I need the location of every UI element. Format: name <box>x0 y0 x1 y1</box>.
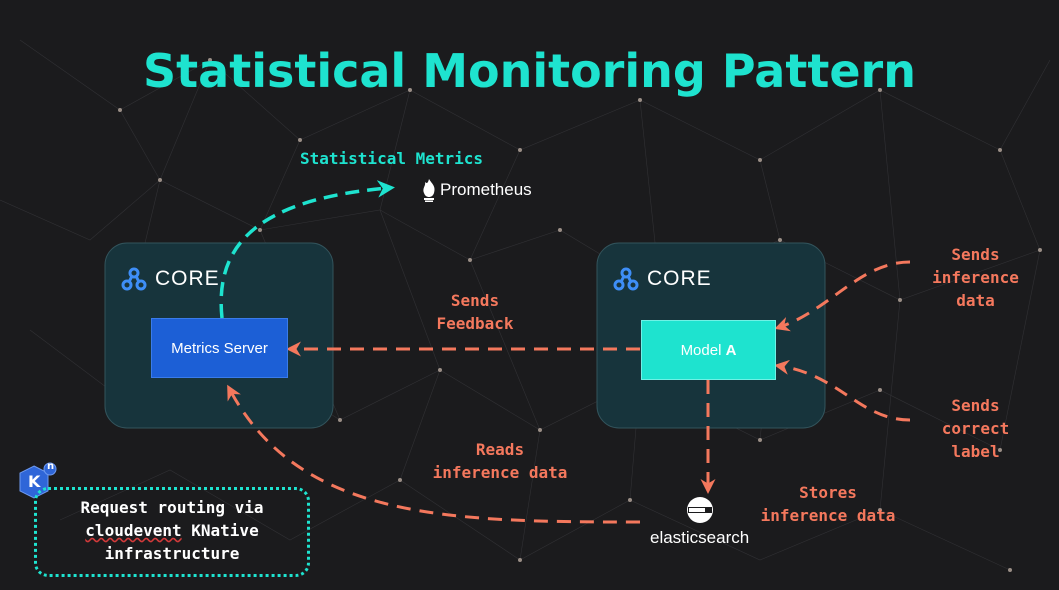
sends-label-label: Sends correct label <box>941 396 1010 461</box>
knative-badge-letter: K <box>28 472 41 491</box>
flame-icon <box>423 179 435 202</box>
page-title: Statistical Monitoring Pattern <box>143 44 916 98</box>
prometheus-logo: Prometheus <box>420 178 532 202</box>
statistical-metrics-label: Statistical Metrics <box>300 149 484 168</box>
reads-inference-arrow <box>227 384 641 524</box>
left-core-label: CORE <box>155 267 220 290</box>
metrics-server-node[interactable]: Metrics Server <box>151 318 288 378</box>
elasticsearch-logo: elasticsearch <box>650 496 749 548</box>
elasticsearch-label: elasticsearch <box>650 528 750 547</box>
sends-inference-label: Sends inference data <box>932 245 1019 310</box>
core-logo-icon <box>121 267 147 291</box>
background-dots <box>118 58 1042 572</box>
left-core-box: CORE <box>105 243 333 428</box>
right-core-box: CORE <box>597 243 825 428</box>
metrics-to-prometheus-arrow <box>219 180 395 319</box>
elasticsearch-logo-icon <box>686 497 713 523</box>
sends-inference-arrow <box>774 260 911 332</box>
knative-badge-sup: n <box>47 461 55 472</box>
note-line-2a: cloudevent <box>85 521 182 540</box>
prometheus-label: Prometheus <box>440 180 532 199</box>
reads-inference-label: Reads inference data <box>432 440 568 482</box>
sends-label-arrow <box>774 359 911 422</box>
right-core-label: CORE <box>647 267 712 290</box>
model-a-node[interactable]: Model A <box>641 320 776 380</box>
note-line-1: Request routing via <box>80 498 264 517</box>
core-logo-icon <box>613 267 639 291</box>
sends-feedback-label: Sends Feedback <box>436 291 514 333</box>
stores-inference-label: Stores inference data <box>760 483 896 525</box>
request-routing-note: Request routing via cloudevent KNative i… <box>34 487 310 577</box>
note-line-3: infrastructure <box>104 544 240 563</box>
note-line-2b: KNative <box>191 521 259 540</box>
